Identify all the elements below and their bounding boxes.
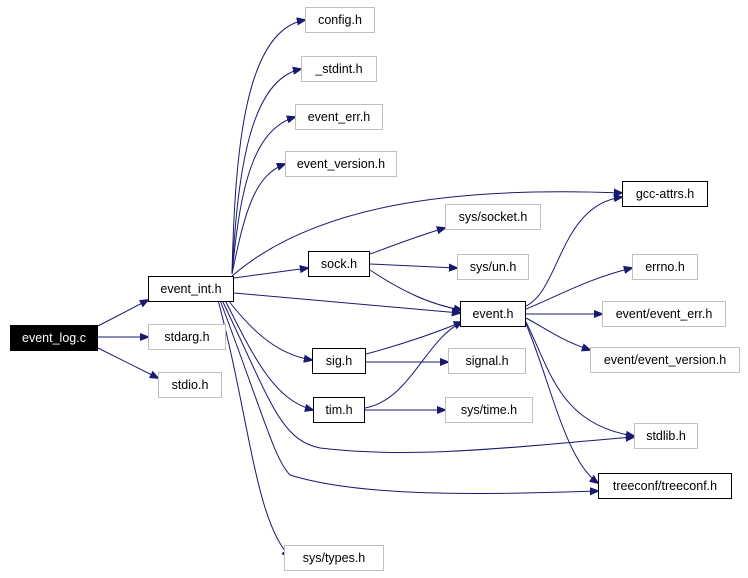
node-event-err-h: event_err.h [295,104,383,130]
edge-event_int-stdint [231,69,301,275]
node-event-int-h[interactable]: event_int.h [148,276,234,302]
node-stdlib-h: stdlib.h [634,423,698,449]
node-stdio-h: stdio.h [158,372,222,398]
edge-event_int-treeconf [219,299,598,494]
node-stdarg-h: stdarg.h [148,324,226,350]
edge-event-treeconf [525,323,598,483]
edge-sig-event [365,322,462,355]
node-gcc-attrs-h[interactable]: gcc-attrs.h [622,181,708,207]
node-tim-h[interactable]: tim.h [313,397,365,423]
edge-sock-event [369,269,462,310]
edge-event_int-stdlib [221,299,634,453]
edge-sock-sys_socket [369,228,445,255]
node-event-version-h: event_version.h [285,151,397,177]
edge-event-gcc_attrs [525,197,622,307]
node-treeconf-h[interactable]: treeconf/treeconf.h [598,473,732,499]
node-stdint-h: _stdint.h [301,56,377,82]
node-config-h: config.h [305,7,375,33]
node-errno-h: errno.h [632,254,698,280]
edge-sock-sys_un [369,264,457,268]
edge-event_log-event_int [97,300,148,327]
edge-event_int-sig [227,299,312,360]
edge-event_int-config [231,20,305,275]
edge-event_int-tim [224,299,313,410]
edge-tim-event [364,322,462,409]
edge-event_log-stdio [97,347,158,378]
edge-event_int-sock [233,268,308,279]
edge-event_int-sys_types [217,299,290,557]
edge-event-event_event_version [525,317,590,350]
edge-event_int-gcc_attrs [231,192,622,277]
node-event-event-version-h: event/event_version.h [590,347,740,373]
node-sys-un-h: sys/un.h [457,254,529,280]
node-sock-h[interactable]: sock.h [308,251,370,277]
node-sys-time-h: sys/time.h [445,397,533,423]
edge-event-errno [525,268,632,310]
node-event-log-c: event_log.c [10,325,98,351]
edge-event-stdlib [525,321,634,436]
edge-event_int-event_err [231,117,295,275]
node-event-h[interactable]: event.h [460,301,526,327]
edge-event_int-event [233,292,460,313]
node-sys-socket-h: sys/socket.h [445,204,541,230]
edge-event_int-event_version [231,164,285,275]
node-sys-types-h: sys/types.h [284,545,384,571]
node-sig-h[interactable]: sig.h [312,348,366,374]
node-signal-h: signal.h [448,348,526,374]
node-event-event-err-h: event/event_err.h [602,301,726,327]
